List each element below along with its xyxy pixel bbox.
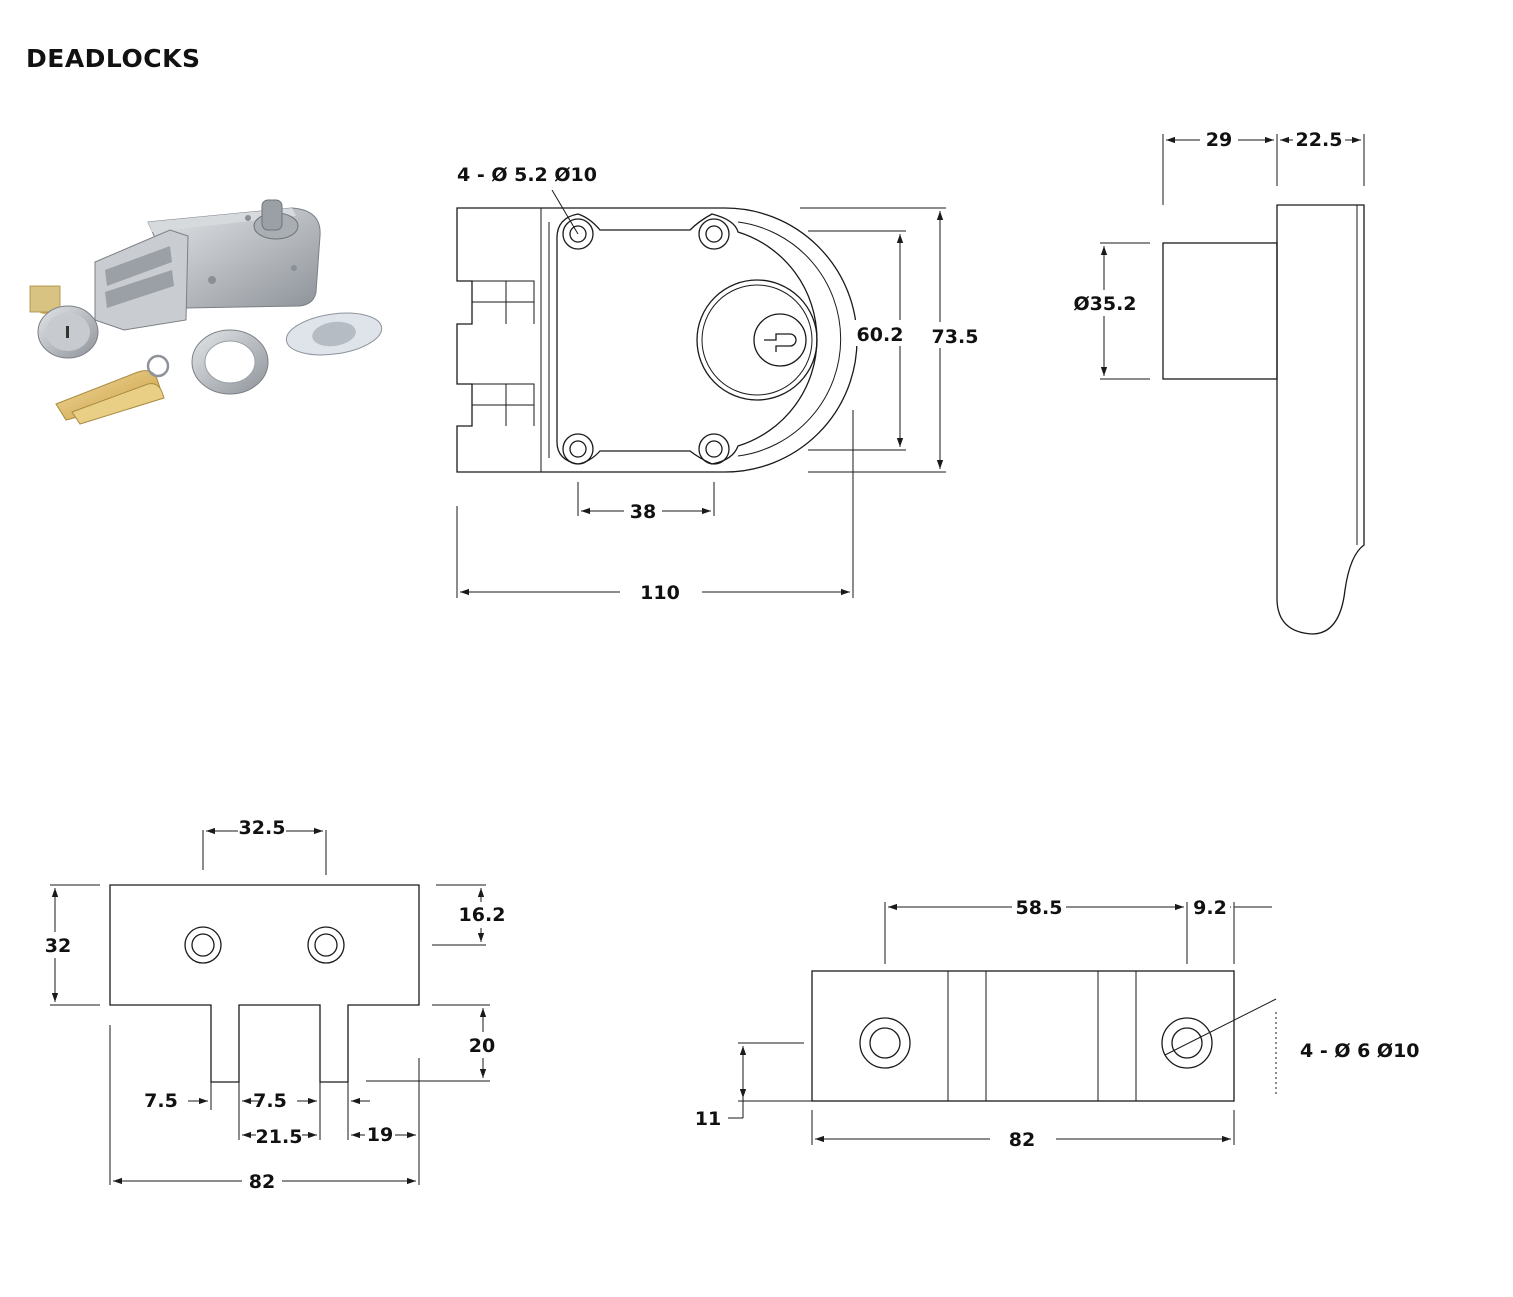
dim-strike-right-offset: 19 (367, 1124, 393, 1146)
front-inner-plate (556, 213, 818, 465)
dim-strike-height: 32 (45, 935, 71, 957)
strike-hole-right (307, 926, 345, 964)
bolt-hole-left (859, 1017, 911, 1069)
dim-front-hole-spacing: 38 (630, 501, 656, 523)
strike-plate-outline (109, 884, 420, 1083)
side-view: 29 22.5 Ø35.2 (1072, 127, 1365, 635)
dim-bolt-width: 82 (1009, 1129, 1035, 1151)
deadlock-product-photo (29, 199, 383, 425)
front-hole-note: 4 - Ø 5.2 Ø10 (457, 164, 597, 186)
screw-hole-bottom-left (562, 433, 594, 465)
key-cylinder (696, 279, 818, 401)
screw-hole-top-left (562, 218, 594, 250)
dim-strike-width: 82 (249, 1171, 275, 1193)
bolt-plate-outline (811, 970, 1235, 1102)
dim-strike-gap-mid: 7.5 (253, 1090, 287, 1112)
dim-side-depth-right: 22.5 (1296, 129, 1343, 151)
dim-front-height-outer: 73.5 (932, 326, 979, 348)
side-cylinder (1162, 242, 1278, 380)
dim-bolt-offset: 11 (695, 1108, 721, 1130)
dim-front-height-inner: 60.2 (857, 324, 904, 346)
dim-front-width: 110 (640, 582, 680, 604)
dim-strike-tab-pitch: 21.5 (256, 1126, 303, 1148)
dim-strike-tab-length: 20 (469, 1035, 495, 1057)
dim-bolt-hole-spacing: 58.5 (1016, 897, 1063, 919)
bolt-hole-right (1161, 1017, 1213, 1069)
dim-bolt-edge-offset: 9.2 (1193, 897, 1227, 919)
dim-strike-body-height: 16.2 (459, 904, 506, 926)
strike-hole-left (184, 926, 222, 964)
dim-strike-gap-left: 7.5 (144, 1090, 178, 1112)
screw-hole-bottom-right (698, 433, 730, 465)
front-view-outline (456, 207, 858, 473)
front-view: 4 - Ø 5.2 Ø10 60.2 73.5 38 110 (456, 164, 980, 606)
dim-side-cylinder-dia: Ø35.2 (1073, 293, 1136, 315)
page-title: DEADLOCKS (26, 44, 201, 73)
bolt-hole-note: 4 - Ø 6 Ø10 (1300, 1040, 1420, 1062)
screw-hole-top-right (698, 218, 730, 250)
bolt-plate-view: 4 - Ø 6 Ø10 58.5 9.2 11 82 (695, 894, 1420, 1152)
strike-plate-view: 32.5 32 16.2 20 7.5 7.5 21.5 (42, 816, 506, 1194)
dim-strike-hole-spacing: 32.5 (239, 817, 286, 839)
dim-side-depth-left: 29 (1206, 129, 1232, 151)
side-view-body (1276, 204, 1365, 635)
